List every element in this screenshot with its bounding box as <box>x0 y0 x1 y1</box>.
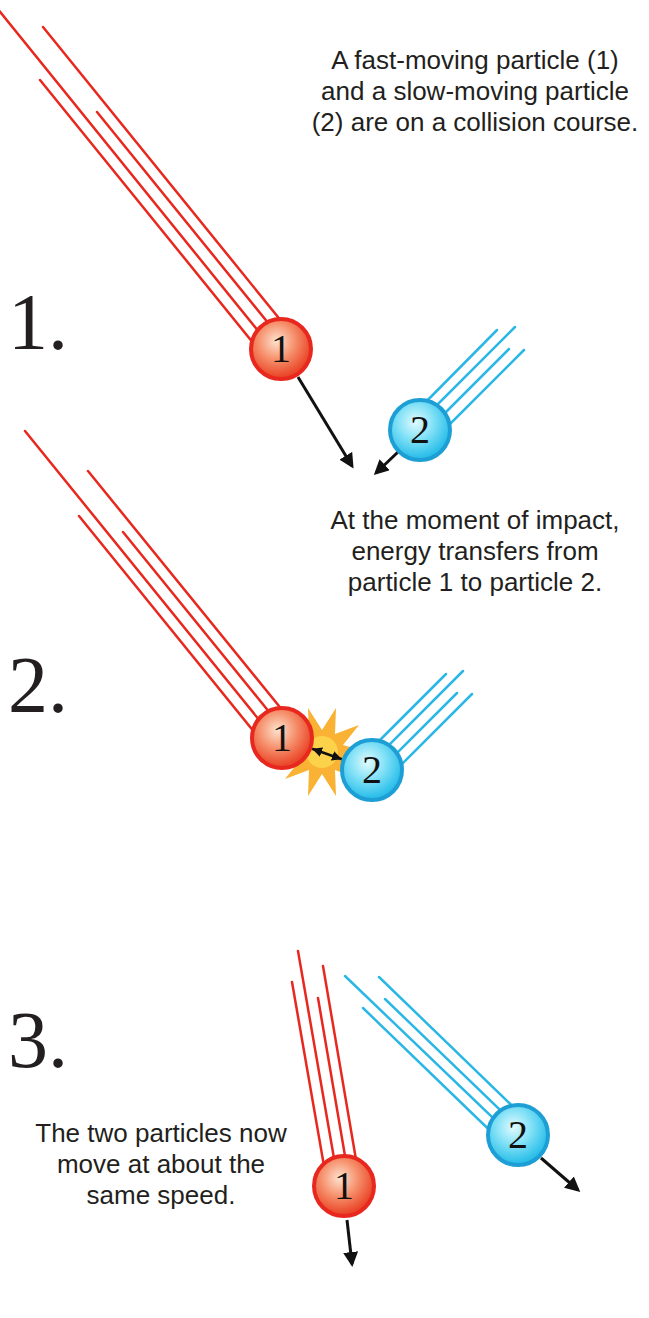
step-number: 3. <box>8 1000 68 1080</box>
particle-circle: 1 <box>250 706 314 770</box>
caption-text: A fast-moving particle (1) and a slow-mo… <box>310 45 640 138</box>
particle-number: 2 <box>508 1115 528 1155</box>
motion-streaks <box>292 951 360 1189</box>
particle-number: 2 <box>362 750 382 790</box>
particle-number: 2 <box>410 410 430 450</box>
particle-number: 1 <box>271 329 291 369</box>
particle-circle: 1 <box>249 317 313 381</box>
motion-streak <box>43 27 295 338</box>
particle-circle: 2 <box>340 738 404 802</box>
particle-number: 1 <box>334 1166 354 1206</box>
velocity-arrow <box>298 377 352 466</box>
caption-text: The two particles now move at about the … <box>22 1118 300 1211</box>
velocity-arrow <box>541 1158 578 1190</box>
velocity-arrow <box>347 1220 352 1264</box>
step-number: 2. <box>8 645 68 725</box>
particle-circle: 2 <box>486 1103 550 1167</box>
particle-circle: 2 <box>388 398 452 462</box>
motion-streak <box>363 1008 507 1147</box>
particle-circle: 1 <box>312 1154 376 1218</box>
motion-streak <box>40 80 267 360</box>
motion-streak <box>79 516 268 749</box>
motion-streak <box>345 976 515 1139</box>
step-number: 1. <box>8 282 68 362</box>
motion-streak <box>379 977 530 1123</box>
motion-streak <box>123 532 287 734</box>
caption-text: At the moment of impact, energy transfer… <box>310 505 640 598</box>
motion-streak <box>298 951 339 1187</box>
particle-number: 1 <box>272 718 292 758</box>
velocity-arrow <box>376 452 398 473</box>
motion-streak <box>88 471 296 727</box>
energy-transfer-arrow <box>312 749 342 760</box>
motion-streak <box>97 112 286 345</box>
motion-streak <box>323 966 360 1183</box>
